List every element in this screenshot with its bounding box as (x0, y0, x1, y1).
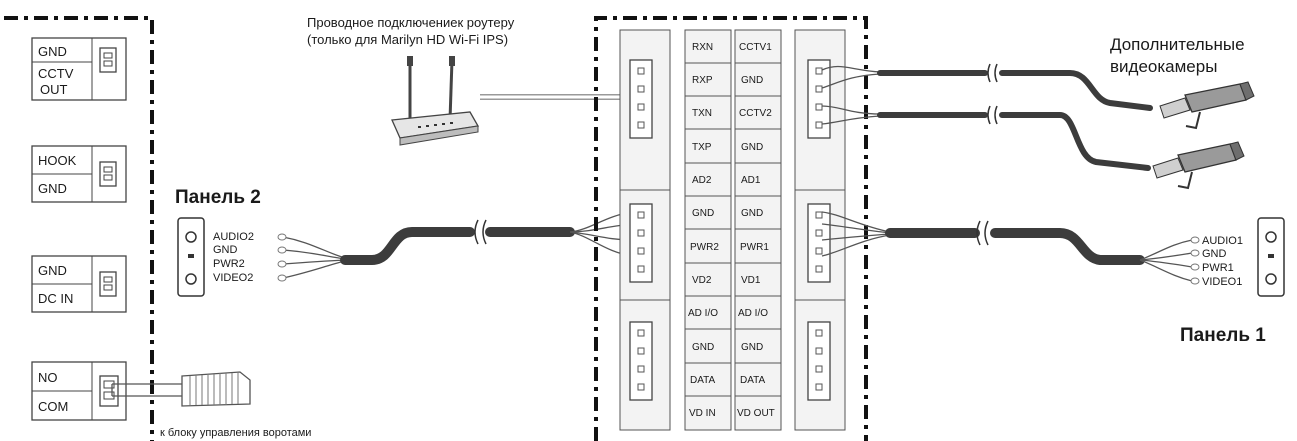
terminal-right-5: AD1 (741, 175, 761, 186)
router-caption-line-2: (только для Marilyn HD Wi-Fi IPS) (307, 32, 508, 47)
terminal-right-10: GND (741, 342, 763, 353)
terminal-right-11: DATA (740, 375, 766, 386)
terminal-right-4: GND (741, 142, 763, 153)
terminal-left-10: GND (692, 342, 714, 353)
terminal-right-6: GND (741, 208, 763, 219)
terminal-right-2: GND (741, 75, 763, 86)
camera-2-icon (1152, 141, 1245, 190)
left-group-1-label-1: GND (38, 44, 67, 59)
left-group-4-label-2: COM (38, 399, 68, 414)
panel-1-wires (1139, 239, 1193, 282)
cable-break-mark (474, 219, 487, 245)
left-group-1-label-2a: CCTV (38, 66, 74, 81)
panel-2-wire-label-3: PWR2 (213, 258, 245, 270)
terminal-left-6: GND (692, 208, 714, 219)
terminal-right-8: VD1 (741, 275, 761, 286)
terminal-left-2: RXP (692, 75, 713, 86)
center-unit: RXN RXP TXN TXP AD2 GND PWR2 VD2 AD I/O … (594, 16, 868, 441)
center-terminal-column-right (734, 29, 782, 431)
left-unit: GND CCTV OUT HOOK GND GND DC IN NO COM (4, 16, 154, 441)
terminal-left-12: VD IN (689, 408, 716, 419)
terminal-left-11: DATA (690, 375, 716, 386)
left-group-4-label-1: NO (38, 370, 58, 385)
left-group-3-label-1: GND (38, 263, 67, 278)
panel-2-wire-label-4: VIDEO2 (213, 272, 253, 284)
left-unit-border (4, 16, 154, 441)
extra-cameras-caption-line-2: видеокамеры (1110, 57, 1217, 76)
panel-1-fanout-wires (821, 211, 891, 257)
left-group-1-label-2b: OUT (40, 82, 68, 97)
terminal-left-3: TXN (692, 108, 712, 119)
terminal-right-7: PWR1 (740, 242, 769, 253)
camera-1-cable-right (999, 70, 1153, 111)
terminal-left-5: AD2 (692, 175, 712, 186)
panel-2: Панель 2 AUDIO2 GND PWR2 VIDEO2 (175, 187, 346, 297)
terminal-left-8: VD2 (692, 275, 712, 286)
panel-1-wire-label-3: PWR1 (1202, 262, 1234, 274)
center-left-terminal-labels: RXN RXP TXN TXP AD2 GND PWR2 VD2 AD I/O … (688, 42, 719, 419)
panel-2-wire-label-2: GND (213, 244, 238, 256)
terminal-left-9: AD I/O (688, 308, 718, 319)
left-group-2-label-1: HOOK (38, 153, 77, 168)
panel-1-title: Панель 1 (1180, 325, 1266, 346)
panel-1-wire-label-1: AUDIO1 (1202, 235, 1243, 247)
panel-1-device-icon (1257, 217, 1285, 297)
center-terminal-column-left (684, 29, 732, 431)
panel-2-wire-label-1: AUDIO2 (213, 231, 254, 243)
terminal-right-12: VD OUT (737, 408, 775, 419)
center-right-terminal-labels: CCTV1 GND CCTV2 GND AD1 GND PWR1 VD1 AD … (737, 42, 775, 419)
router-icon (391, 56, 480, 146)
gate-control-wiring (111, 371, 251, 407)
left-group-2-label-2: GND (38, 181, 67, 196)
panel-2-title: Панель 2 (175, 187, 261, 208)
extra-cameras-caption-line-1: Дополнительные (1110, 35, 1245, 54)
panel-1-wire-label-4: VIDEO1 (1202, 276, 1242, 288)
camera-fanout-wires (821, 65, 881, 125)
terminal-left-7: PWR2 (690, 242, 719, 253)
terminal-left-1: RXN (692, 42, 713, 53)
panel-2-cable-left (340, 227, 475, 265)
panel-1-cable-right (990, 228, 1145, 265)
terminal-right-1: CCTV1 (739, 42, 772, 53)
left-group-3-label-2: DC IN (38, 291, 73, 306)
camera-1-icon (1159, 81, 1255, 130)
gate-caption: к блоку управления воротами (160, 427, 311, 439)
terminal-left-4: TXP (692, 142, 712, 153)
terminal-right-3: CCTV2 (739, 108, 772, 119)
router-caption-line-1: Проводное подключениек роутеру (307, 15, 515, 30)
terminal-right-9: AD I/O (738, 308, 768, 319)
gate-controller-icon (181, 371, 251, 407)
panel-1-wire-label-2: GND (1202, 248, 1227, 260)
camera-2-cable-right (999, 112, 1151, 171)
